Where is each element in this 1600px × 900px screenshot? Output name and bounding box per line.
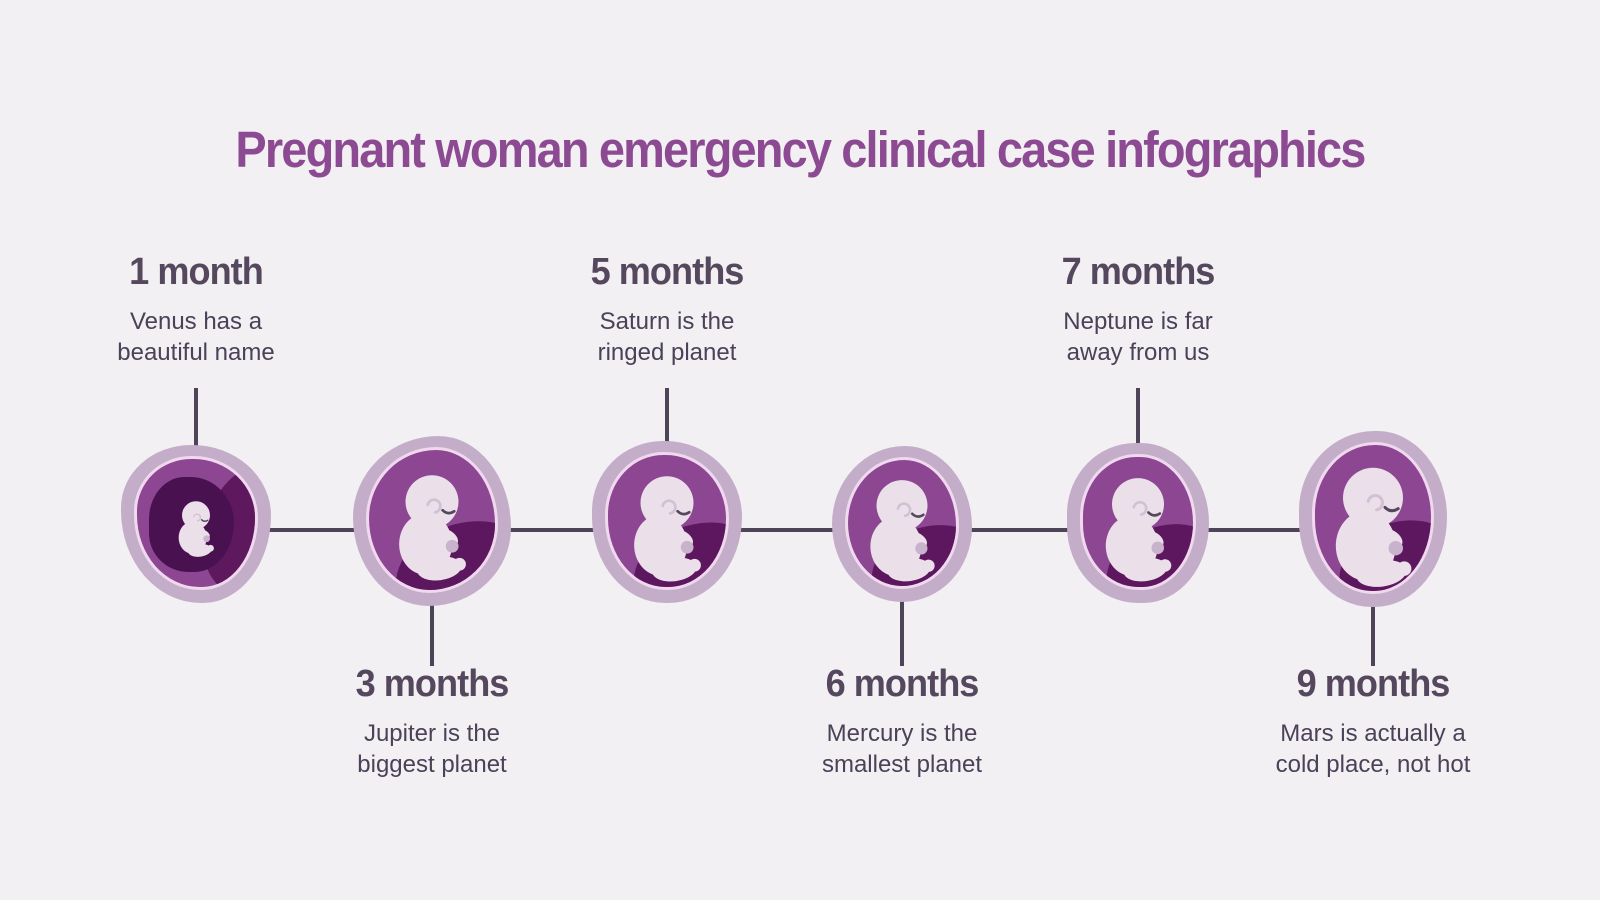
fetus-in-womb-icon (870, 480, 935, 582)
timeline-stage-5-months: 5 months Saturn is the ringed planet (547, 0, 787, 900)
stage-month-label: 5 months (590, 251, 745, 293)
stage-month-label: 3 months (355, 663, 510, 705)
connector-line (665, 388, 669, 458)
stage-description: Jupiter is the biggest planet (357, 720, 507, 778)
connector-line (900, 598, 904, 666)
fetus-in-womb-icon (399, 475, 466, 581)
timeline-stage-3-months: 3 months Jupiter is the biggest planet (312, 0, 552, 900)
womb-illustration (353, 436, 511, 606)
womb-illustration (1299, 431, 1447, 607)
timeline-stage-9-months: 9 months Mars is actually a cold place, … (1253, 0, 1493, 900)
connector-line (194, 388, 198, 458)
womb-illustration (592, 441, 742, 603)
stage-month-label: 7 months (1061, 251, 1216, 293)
fetus-in-womb-icon (1105, 478, 1172, 582)
womb-illustration (832, 446, 972, 602)
timeline-stage-1-month: 1 month Venus has a beautiful name (76, 0, 316, 900)
timeline-stage-6-months: 6 months Mercury is the smallest planet (782, 0, 1022, 900)
connector-line (1371, 598, 1375, 666)
stage-description: Mars is actually a cold place, not hot (1275, 720, 1471, 778)
womb-illustration (1067, 443, 1209, 603)
timeline-stage-7-months: 7 months Neptune is far away from us (1018, 0, 1258, 900)
page-title: Pregnant woman emergency clinical case i… (235, 121, 1366, 179)
fetus-in-womb-icon (634, 476, 701, 582)
stage-description: Neptune is far away from us (1063, 308, 1213, 366)
stage-description: Venus has a beautiful name (117, 308, 275, 366)
stage-month-label: 9 months (1296, 663, 1451, 705)
connector-line (1136, 388, 1140, 458)
stage-month-label: 6 months (825, 663, 980, 705)
fetus-in-womb-icon (1335, 467, 1412, 587)
stage-description: Mercury is the smallest planet (821, 720, 983, 778)
connector-line (430, 598, 434, 666)
timeline-line (196, 528, 1373, 532)
fetus-in-womb-icon (178, 501, 214, 557)
stage-month-label: 1 month (129, 251, 264, 293)
stage-description: Saturn is the ringed planet (597, 308, 737, 366)
womb-illustration (121, 445, 271, 603)
